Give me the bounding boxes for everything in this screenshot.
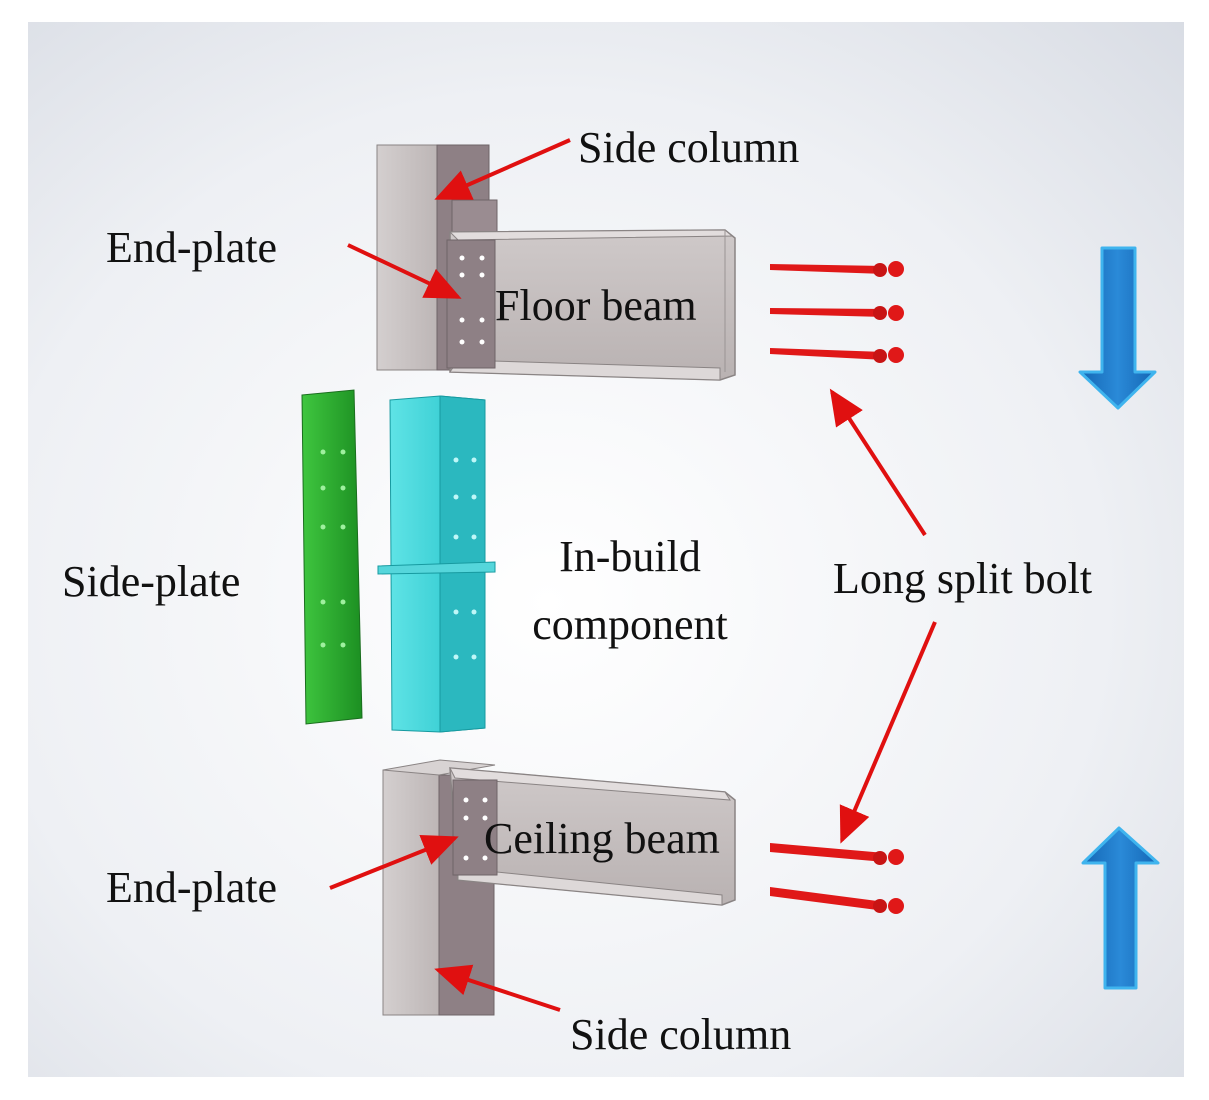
bolt: [770, 261, 904, 277]
top-bolts: [770, 261, 904, 363]
leader-end-plate-top: [347, 243, 462, 299]
label-in-build-line2: component: [532, 600, 728, 649]
label-end-plate-top: End-plate: [106, 223, 278, 272]
label-in-build-line1: In-build: [559, 532, 701, 581]
leader-long-split-bolt-bottom: [839, 621, 937, 844]
ceiling-beam: [449, 767, 736, 906]
background-panel: [28, 22, 1184, 1077]
arrow-down-icon: [1078, 246, 1157, 410]
bottom-bolts: [770, 843, 904, 914]
label-long-split-bolt: Long split bolt: [833, 554, 1093, 603]
bottom-end-plate: [452, 779, 498, 876]
bolt: [770, 843, 904, 865]
label-ceiling-beam: Ceiling beam: [484, 814, 720, 863]
label-side-column-bottom: Side column: [570, 1010, 792, 1059]
bolt: [770, 887, 904, 914]
leader-side-column-bottom: [434, 964, 561, 1012]
arrow-up-icon: [1081, 826, 1160, 990]
leader-side-column-top: [434, 138, 571, 200]
leader-end-plate-bottom: [329, 835, 459, 890]
top-end-plate: [446, 239, 496, 369]
bolt: [770, 305, 904, 321]
annotation-arrows: [329, 138, 937, 1012]
label-floor-beam: Floor beam: [495, 281, 697, 330]
label-side-column-top: Side column: [578, 123, 800, 172]
bolt: [770, 347, 904, 363]
side-plate-shape: [301, 389, 363, 725]
label-end-plate-bottom: End-plate: [106, 863, 278, 912]
leader-long-split-bolt-top: [829, 388, 927, 537]
label-side-plate: Side-plate: [62, 557, 241, 606]
in-build-component-shape: [377, 395, 496, 733]
